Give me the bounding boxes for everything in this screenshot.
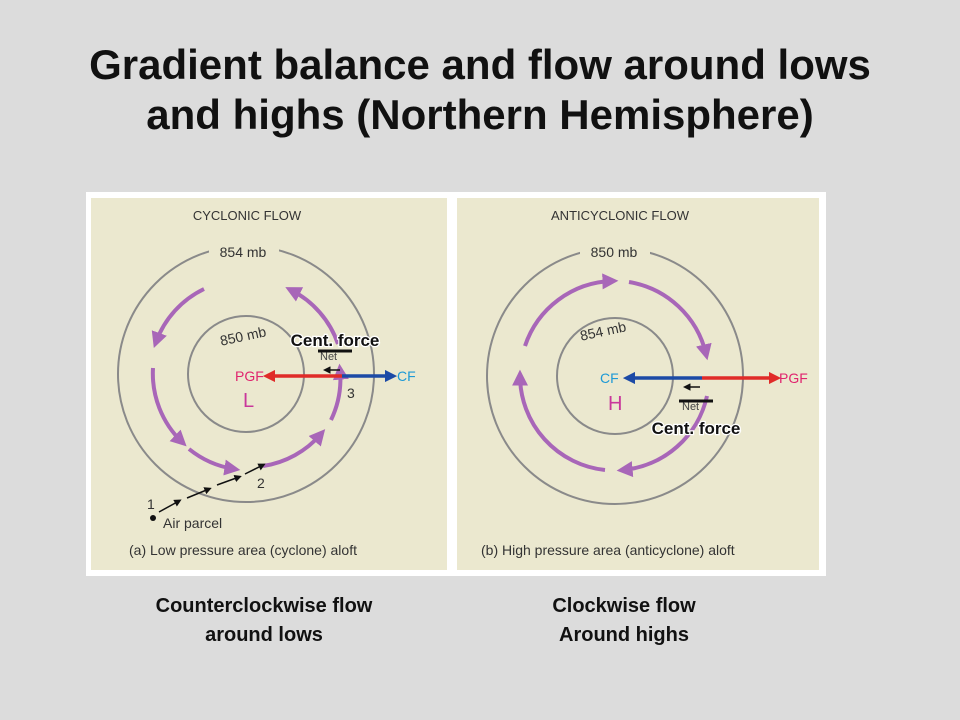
flow-arrow <box>262 429 326 468</box>
low-center-label: L <box>243 390 254 412</box>
flow-arrow <box>523 273 619 347</box>
left-caption: Counterclockwise flow around lows <box>104 592 424 650</box>
air-parcel-label: Air parcel <box>163 515 222 531</box>
flow-arrow <box>329 363 349 421</box>
pgf-label: PGF <box>779 370 808 386</box>
outer-isobar-label: 854 mb <box>220 244 267 260</box>
left-caption-line-1: Counterclockwise flow <box>155 595 373 617</box>
panel-heading: ANTICYCLONIC FLOW <box>551 208 690 223</box>
flow-arrow <box>151 287 205 349</box>
outer-isobar-label: 850 mb <box>591 244 638 260</box>
right-caption: Clockwise flow Around highs <box>464 592 784 650</box>
flow-arrows <box>150 287 349 476</box>
air-parcel-dot <box>150 515 156 521</box>
cent-force-label: Cent. force <box>652 419 741 438</box>
net-label: Net <box>320 351 337 363</box>
title-line-1: Gradient balance and flow around lows <box>89 41 871 88</box>
cent-force-label: Cent. force <box>291 331 380 350</box>
cf-label: CF <box>600 370 619 386</box>
right-caption-line-2: Around highs <box>559 624 689 646</box>
cf-label: CF <box>397 368 416 384</box>
flow-arrow <box>187 447 241 476</box>
panel-caption: (b) High pressure area (anticyclone) alo… <box>481 542 735 558</box>
flow-arrows <box>512 273 712 478</box>
flow-arrow <box>150 367 187 447</box>
inner-isobar <box>556 317 674 435</box>
high-center-label: H <box>608 393 622 415</box>
title-line-2: and highs (Northern Hemisphere) <box>146 91 814 138</box>
point-2-label: 2 <box>257 475 265 491</box>
anticyclonic-panel: ANTICYCLONIC FLOW 850 mb 854 mb CF PGF H… <box>457 198 819 570</box>
net-label: Net <box>682 401 699 413</box>
cyclonic-panel: CYCLONIC FLOW 854 mb 850 mb 1 2 3 Air pa… <box>91 198 447 570</box>
right-caption-line-1: Clockwise flow <box>552 595 696 617</box>
point-1-label: 1 <box>147 496 155 512</box>
flow-arrow <box>616 395 709 478</box>
flow-arrow <box>512 369 606 472</box>
panel-heading: CYCLONIC FLOW <box>193 208 302 223</box>
inner-isobar <box>187 315 305 433</box>
slide-title: Gradient balance and flow around lows an… <box>0 40 960 140</box>
flow-arrow <box>285 287 340 345</box>
pgf-label: PGF <box>235 368 264 384</box>
left-caption-line-2: around lows <box>205 624 323 646</box>
figure-frame: CYCLONIC FLOW 854 mb 850 mb 1 2 3 Air pa… <box>86 192 826 576</box>
flow-arrow <box>628 280 712 361</box>
air-parcel-path <box>158 463 266 513</box>
point-3-label: 3 <box>347 385 355 401</box>
panel-caption: (a) Low pressure area (cyclone) aloft <box>129 542 357 558</box>
